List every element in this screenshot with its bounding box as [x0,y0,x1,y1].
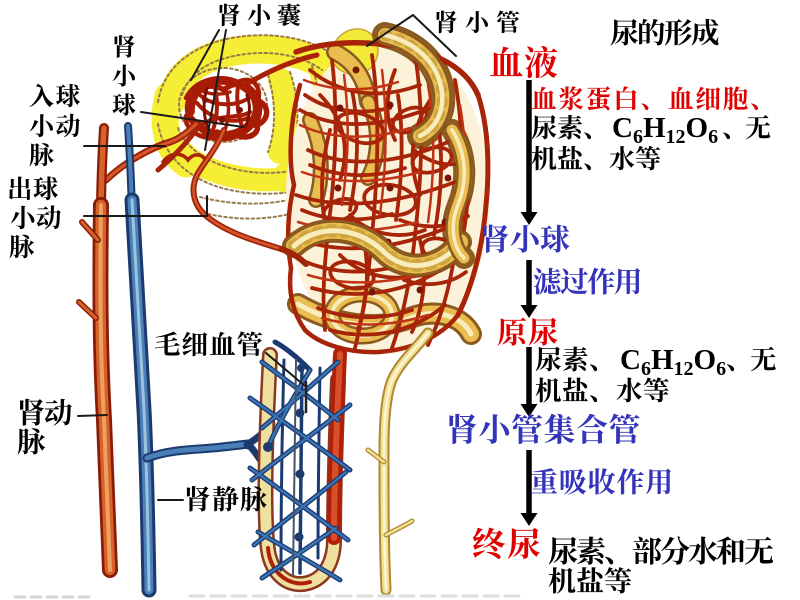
svg-text:C6H12O6: C6H12O6 [620,344,726,380]
svg-text:C6H12O6: C6H12O6 [612,112,718,148]
